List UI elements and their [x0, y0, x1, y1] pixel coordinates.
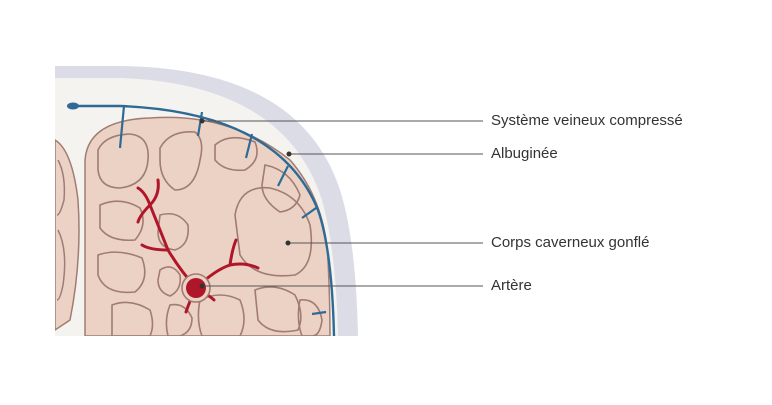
corpus-cavernosum: [84, 116, 331, 336]
label-albuginea: Albuginée: [491, 145, 558, 162]
leader-lines: [202, 120, 483, 287]
vein-end-cap: [67, 102, 79, 110]
left-corpus-partial: [55, 139, 80, 331]
sinus-spaces: [97, 131, 323, 336]
leader-dots: [199, 118, 292, 289]
label-corpus-cavernosum: Corps caverneux gonflé: [491, 234, 650, 251]
compressed-veins: [118, 105, 327, 316]
label-artery: Artère: [491, 277, 532, 294]
albuginea-vein-line: [74, 104, 336, 336]
label-veins: Système veineux compressé: [491, 112, 683, 129]
artery-lumen: [186, 278, 206, 298]
